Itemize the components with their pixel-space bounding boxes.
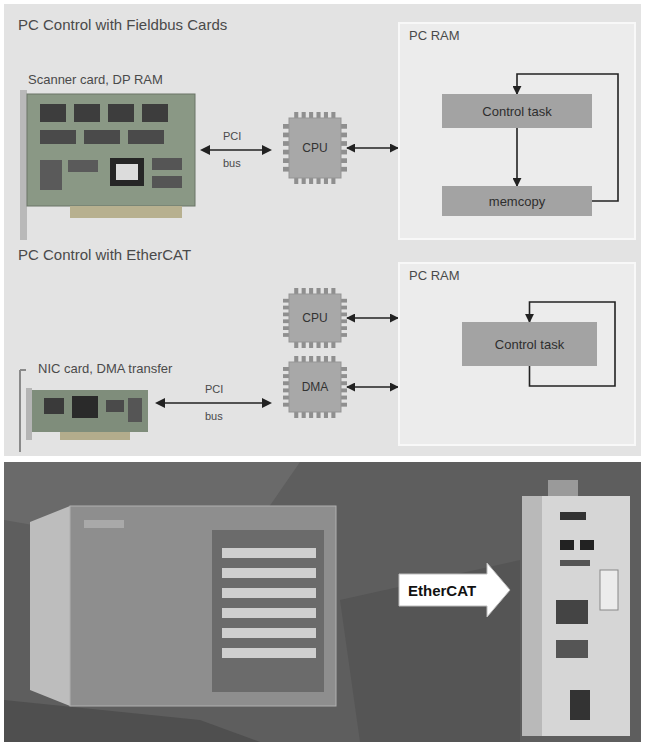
part-label: PCI bbox=[205, 383, 223, 395]
part-label: PCI bbox=[223, 130, 241, 142]
nic-card-picture bbox=[20, 370, 148, 452]
node-text: memcopy bbox=[489, 194, 545, 209]
section-heading: PC Control with EtherCAT bbox=[18, 246, 191, 263]
panel-title: PC RAM bbox=[409, 268, 625, 283]
scanner-card-picture bbox=[20, 90, 195, 240]
node-text: CPU bbox=[302, 311, 327, 325]
flow-arrow bbox=[347, 386, 398, 388]
ethercat-photo bbox=[4, 462, 641, 742]
chip-symbol: DMA bbox=[283, 356, 347, 418]
panel-ground bbox=[398, 22, 636, 240]
memory-panel: PC RAM Control task memcopy bbox=[398, 22, 636, 240]
pci-bus-arrow bbox=[155, 145, 272, 408]
node-text: EtherCAT bbox=[408, 582, 476, 599]
part-label: bus bbox=[205, 410, 223, 422]
node-text: DMA bbox=[302, 380, 329, 394]
flow-arrow bbox=[516, 128, 518, 186]
section-heading: PC Control with Fieldbus Cards bbox=[18, 16, 227, 33]
panel-title: PC RAM bbox=[409, 28, 625, 43]
node-text: Control task bbox=[482, 104, 551, 119]
panel-ground bbox=[398, 262, 636, 446]
part-label: NIC card, DMA transfer bbox=[38, 361, 172, 376]
bus-arrow: EtherCAT bbox=[398, 562, 511, 618]
task-box: Control task bbox=[462, 322, 597, 366]
part-label: bus bbox=[223, 157, 241, 169]
node-text: CPU bbox=[302, 141, 327, 155]
flow-arrow bbox=[347, 147, 398, 149]
task-box: Control task bbox=[442, 94, 592, 128]
node-text: Control task bbox=[495, 337, 564, 352]
chip-symbol: CPU bbox=[283, 288, 347, 348]
part-label: Scanner card, DP RAM bbox=[28, 72, 163, 87]
top-panel bbox=[4, 4, 641, 456]
memory-panel: PC RAM Control task bbox=[398, 262, 636, 446]
task-box: memcopy bbox=[442, 186, 592, 216]
flow-arrow bbox=[347, 317, 398, 319]
chip-symbol: CPU bbox=[283, 112, 347, 184]
